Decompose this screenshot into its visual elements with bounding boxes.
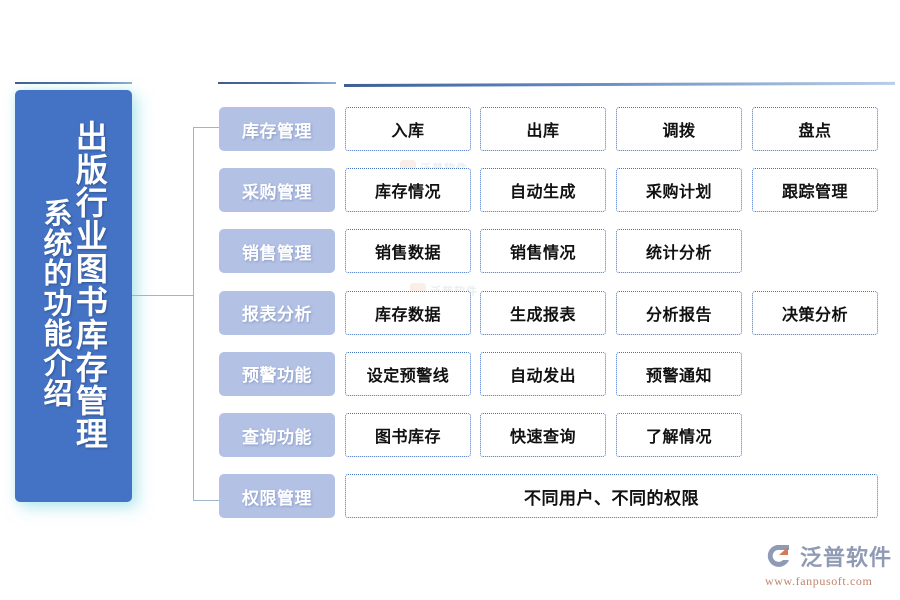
feature-item-box[interactable]: 设定预警线 — [345, 351, 471, 396]
top-rule-middle — [218, 82, 336, 84]
connector-branch-first — [193, 127, 219, 128]
feature-item-box[interactable]: 盘点 — [752, 107, 878, 151]
category-box[interactable]: 报表分析 — [219, 290, 335, 335]
category-box[interactable]: 采购管理 — [219, 168, 335, 213]
hero-panel: 出版行业图书库存管理 系统的功能介绍 — [15, 90, 132, 502]
feature-item-box[interactable]: 库存数据 — [345, 290, 471, 335]
feature-item-box[interactable]: 调拨 — [616, 107, 742, 151]
feature-item-box[interactable]: 自动生成 — [480, 168, 606, 213]
feature-row: 报表分析库存数据生成报表分析报告决策分析 — [0, 290, 900, 335]
top-rule-right — [343, 81, 896, 87]
connector-stem — [132, 295, 194, 296]
brand-logo: 泛普软件 www.fanpusoft.com — [765, 540, 893, 592]
feature-item-box[interactable]: 决策分析 — [752, 290, 878, 335]
feature-item-box[interactable]: 跟踪管理 — [752, 168, 878, 213]
feature-item-box[interactable]: 库存情况 — [345, 168, 471, 213]
feature-item-box[interactable]: 预警通知 — [616, 351, 742, 396]
connector-spine — [193, 127, 194, 501]
feature-row: 权限管理不同用户、不同的权限 — [0, 474, 900, 519]
fanpu-logo-icon — [765, 541, 795, 571]
feature-item-box[interactable]: 不同用户、不同的权限 — [345, 474, 878, 519]
feature-item-box[interactable]: 生成报表 — [480, 290, 606, 335]
feature-item-box[interactable]: 销售情况 — [480, 229, 606, 274]
feature-item-box[interactable]: 了解情况 — [616, 413, 742, 457]
feature-item-box[interactable]: 图书库存 — [345, 413, 471, 457]
category-box[interactable]: 预警功能 — [219, 351, 335, 396]
hero-title-main: 出版行业图书库存管理 — [71, 120, 108, 450]
feature-item-box[interactable]: 销售数据 — [345, 229, 471, 274]
feature-item-box[interactable]: 快速查询 — [480, 413, 606, 457]
feature-item-box[interactable]: 自动发出 — [480, 351, 606, 396]
hero-title-sub: 系统的功能介绍 — [38, 198, 71, 408]
top-rule-left — [15, 82, 132, 84]
feature-item-box[interactable]: 采购计划 — [616, 168, 742, 213]
brand-row: 泛普软件 — [765, 540, 893, 572]
feature-row: 库存管理入库出库调拨盘点 — [0, 107, 900, 151]
connector-branch-last — [193, 500, 219, 501]
feature-item-box[interactable]: 入库 — [345, 107, 471, 151]
category-box[interactable]: 库存管理 — [219, 107, 335, 151]
category-box[interactable]: 销售管理 — [219, 229, 335, 274]
brand-url: www.fanpusoft.com — [765, 574, 873, 588]
feature-row: 销售管理销售数据销售情况统计分析 — [0, 229, 900, 274]
feature-item-box[interactable]: 出库 — [480, 107, 606, 151]
feature-row: 采购管理库存情况自动生成采购计划跟踪管理 — [0, 168, 900, 213]
hero-text-group: 出版行业图书库存管理 系统的功能介绍 — [15, 90, 132, 502]
feature-item-box[interactable]: 统计分析 — [616, 229, 742, 274]
category-box[interactable]: 查询功能 — [219, 413, 335, 457]
feature-row: 查询功能图书库存快速查询了解情况 — [0, 413, 900, 457]
category-box[interactable]: 权限管理 — [219, 474, 335, 519]
brand-name: 泛普软件 — [800, 545, 893, 570]
feature-row: 预警功能设定预警线自动发出预警通知 — [0, 351, 900, 396]
feature-item-box[interactable]: 分析报告 — [616, 290, 742, 335]
